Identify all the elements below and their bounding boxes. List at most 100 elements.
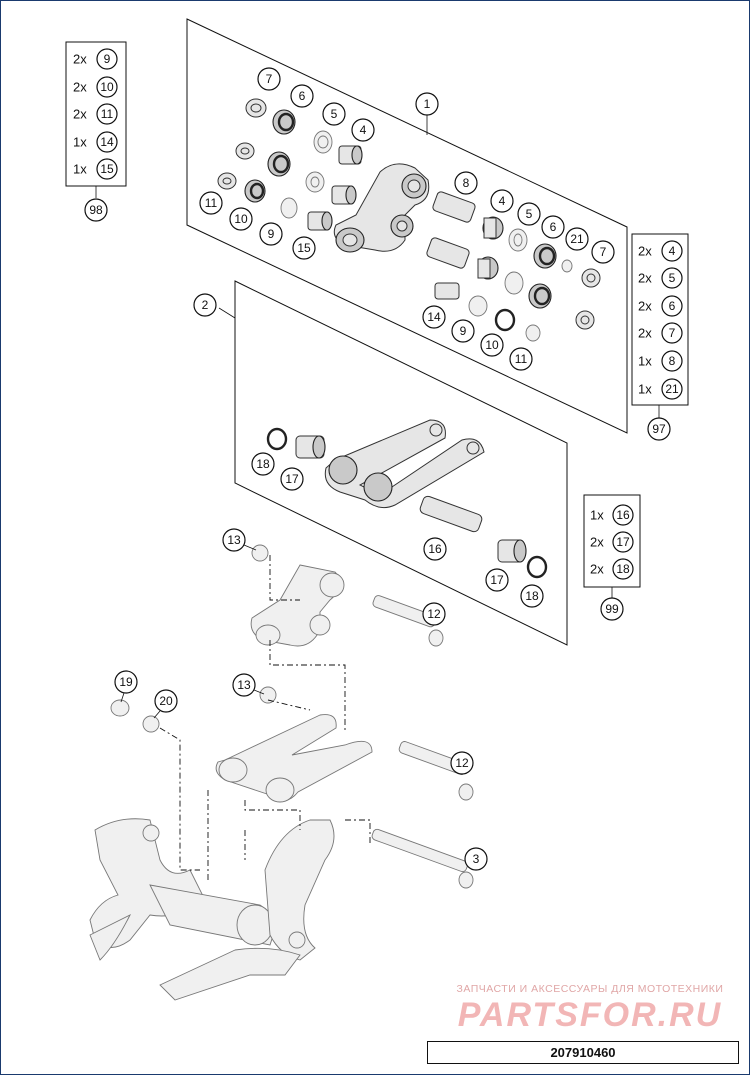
svg-text:1x: 1x xyxy=(590,508,604,523)
svg-text:4: 4 xyxy=(669,244,676,258)
svg-text:7: 7 xyxy=(600,245,607,259)
svg-text:1x: 1x xyxy=(638,382,652,397)
callout-part-15-mid: 15 xyxy=(292,236,316,260)
frame-swingarm xyxy=(89,818,335,1001)
callout-part-20: 20 xyxy=(154,689,178,713)
callout-part-13-bot: 13 xyxy=(232,673,256,697)
diagram-number: 207910460 xyxy=(427,1041,739,1064)
kit-98-row-4: 1x 15 xyxy=(73,158,118,180)
svg-text:21: 21 xyxy=(570,232,584,246)
callout-part-18-right: 18 xyxy=(520,584,544,608)
callout-part-3: 3 xyxy=(464,847,488,871)
panel-1-parts-left xyxy=(217,98,363,231)
svg-text:2x: 2x xyxy=(590,535,604,550)
svg-text:2x: 2x xyxy=(73,107,87,122)
panel-2-outline xyxy=(234,280,568,646)
svg-text:17: 17 xyxy=(616,535,630,549)
panel-1-outline xyxy=(186,18,628,434)
lever-part-1 xyxy=(333,163,430,253)
svg-text:4: 4 xyxy=(360,123,367,137)
callout-part-6-top: 6 xyxy=(290,84,314,108)
svg-text:7: 7 xyxy=(669,326,676,340)
callout-part-6-right: 6 xyxy=(541,215,565,239)
callout-part-10-bot: 10 xyxy=(480,333,504,357)
callout-part-11-mid: 11 xyxy=(199,191,223,215)
callout-panel-1: 1 xyxy=(415,92,439,116)
svg-text:9: 9 xyxy=(268,227,275,241)
svg-text:2x: 2x xyxy=(638,299,652,314)
svg-text:15: 15 xyxy=(100,162,114,176)
watermark-tagline: ЗАПЧАСТИ И АКСЕССУАРЫ ДЛЯ МОТОТЕХНИКИ xyxy=(456,983,724,995)
svg-text:17: 17 xyxy=(490,573,504,587)
svg-text:12: 12 xyxy=(455,756,469,770)
svg-text:2x: 2x xyxy=(590,562,604,577)
callout-part-14: 14 xyxy=(422,305,446,329)
svg-text:1x: 1x xyxy=(638,354,652,369)
kit-99-row-0: 1x 16 xyxy=(590,504,634,526)
callout-part-16: 16 xyxy=(423,537,447,561)
svg-text:7: 7 xyxy=(266,72,273,86)
svg-text:13: 13 xyxy=(227,533,241,547)
svg-text:6: 6 xyxy=(550,220,557,234)
callout-part-17-right: 17 xyxy=(485,568,509,592)
callout-part-4-right: 4 xyxy=(490,189,514,213)
callout-part-7-right: 7 xyxy=(591,240,615,264)
svg-text:17: 17 xyxy=(285,472,299,486)
svg-text:10: 10 xyxy=(100,80,114,94)
svg-text:13: 13 xyxy=(237,678,251,692)
callout-part-12-top: 12 xyxy=(422,602,446,626)
callout-part-18-left: 18 xyxy=(251,452,275,476)
callout-part-9-bot: 9 xyxy=(451,319,475,343)
callout-part-21: 21 xyxy=(565,227,589,251)
svg-text:1: 1 xyxy=(424,97,431,111)
kit-97-id: 97 xyxy=(647,417,671,441)
assembly-rods xyxy=(110,686,474,889)
callout-part-5-top: 5 xyxy=(322,102,346,126)
svg-text:18: 18 xyxy=(525,589,539,603)
callout-part-19: 19 xyxy=(114,670,138,694)
svg-text:98: 98 xyxy=(89,203,103,217)
kit-99-id: 99 xyxy=(600,597,624,621)
svg-text:15: 15 xyxy=(297,241,311,255)
svg-text:1x: 1x xyxy=(73,162,87,177)
panel-2-parts xyxy=(266,419,548,579)
svg-text:5: 5 xyxy=(526,207,533,221)
svg-text:99: 99 xyxy=(605,602,619,616)
svg-text:20: 20 xyxy=(159,694,173,708)
svg-text:2: 2 xyxy=(202,298,209,312)
svg-text:6: 6 xyxy=(669,299,676,313)
callout-part-9-mid: 9 xyxy=(259,222,283,246)
svg-text:97: 97 xyxy=(652,422,666,436)
kit-97-row-5: 1x 21 xyxy=(638,378,683,400)
svg-text:11: 11 xyxy=(515,352,528,366)
svg-text:18: 18 xyxy=(256,457,270,471)
svg-text:6: 6 xyxy=(299,89,306,103)
svg-text:5: 5 xyxy=(669,271,676,285)
svg-text:2x: 2x xyxy=(73,52,87,67)
svg-text:14: 14 xyxy=(427,310,441,324)
svg-text:16: 16 xyxy=(616,508,630,522)
callout-part-10-mid: 10 xyxy=(229,207,253,231)
svg-text:8: 8 xyxy=(669,354,676,368)
svg-text:9: 9 xyxy=(460,324,467,338)
svg-text:10: 10 xyxy=(234,212,248,226)
svg-text:5: 5 xyxy=(331,107,338,121)
kit-98-id: 98 xyxy=(84,198,108,222)
assembly-lever xyxy=(250,544,444,647)
svg-text:9: 9 xyxy=(104,52,111,66)
kit-97-row-4: 1x 8 xyxy=(638,350,683,372)
kit-98-row-0: 2x 9 xyxy=(73,48,118,70)
watermark-logo: PARTSFOR.RU xyxy=(457,996,723,1034)
callout-part-5-right: 5 xyxy=(517,202,541,226)
svg-text:21: 21 xyxy=(665,382,679,396)
